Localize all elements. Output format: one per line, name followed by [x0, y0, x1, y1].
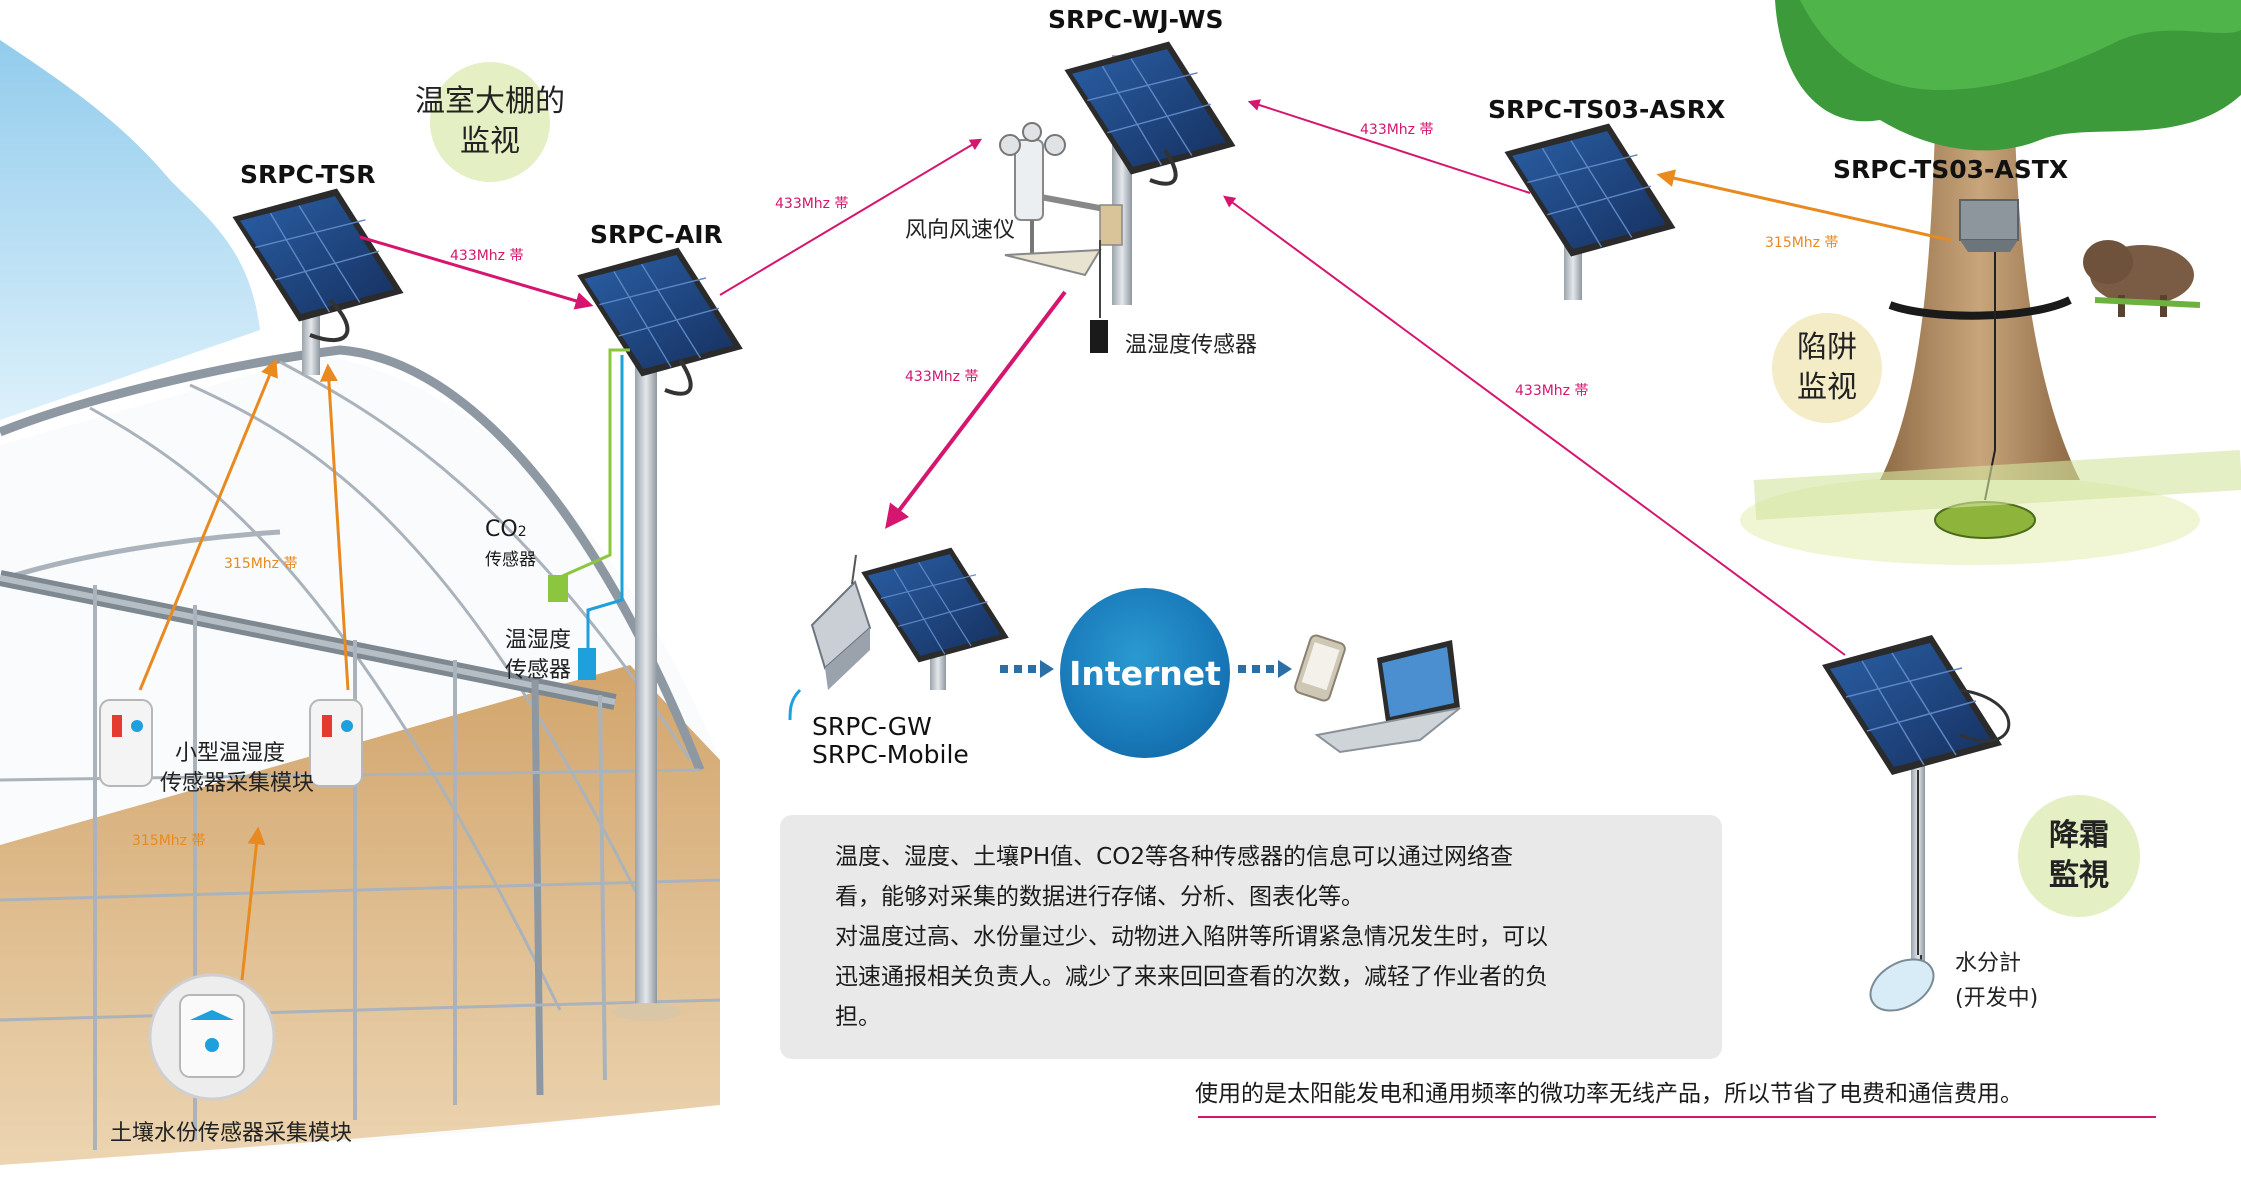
- gw-solar-panel: [860, 546, 1010, 664]
- gh-sensor-label-1: 温湿度: [505, 628, 572, 653]
- info-line: 担。: [835, 1004, 881, 1030]
- gh-temp-humidity-sensor: [578, 648, 596, 680]
- device-label-asrx: SRPC-TS03-ASRX: [1488, 95, 1726, 124]
- small-module-label-1: 小型温湿度: [175, 741, 286, 766]
- wjws-temp-humidity-sensor: [1090, 320, 1108, 353]
- flow-dots: [1000, 660, 1292, 678]
- device-label-astx: SRPC-TS03-ASTX: [1833, 155, 2069, 184]
- asrx-solar-panel: [1503, 122, 1677, 258]
- small-sensor-module-right: [309, 699, 363, 787]
- laptop-illustration: [1314, 640, 1461, 754]
- frost-monitor-bubble: 降霜 監視: [2018, 795, 2140, 917]
- wjws-sensor-label: 温湿度传感器: [1125, 333, 1258, 358]
- air-solar-panel: [576, 246, 744, 378]
- gh-sensor-label-2: 传感器: [505, 658, 572, 683]
- internet-cloud: Internet: [1060, 588, 1230, 758]
- tsr-solar-panel: [231, 187, 405, 323]
- trap-monitor-bubble: 陷阱 监视: [1772, 313, 1882, 423]
- soil-module-label: 土壤水份传感器采集模块: [110, 1121, 353, 1146]
- in-development-label: (开发中): [1955, 986, 2039, 1011]
- wjws-solar-panel: [1063, 40, 1237, 176]
- greenhouse-monitor-bubble: 温室大棚的 监视: [415, 62, 565, 182]
- smartphone-illustration: [1294, 634, 1346, 702]
- co2-sensor: [548, 575, 568, 602]
- device-label-air: SRPC-AIR: [590, 220, 723, 249]
- co2-label: CO2: [485, 517, 527, 542]
- signal-arrows: [138, 99, 1951, 981]
- device-label-tsr: SRPC-TSR: [240, 160, 376, 189]
- info-line: 对温度过高、水份量过少、动物进入陷阱等所谓紧急情况发生时，可以: [835, 924, 1548, 950]
- freq-label-tsr-air: 433Mhz 帯: [450, 248, 524, 264]
- gateway-box: [788, 554, 872, 721]
- anemometer-illustration: [999, 122, 1123, 277]
- device-label-wjws: SRPC-WJ-WS: [1048, 5, 1224, 34]
- freq-label-wjws-gw: 433Mhz 帯: [905, 369, 979, 385]
- freq-label-module-tsr: 315Mhz 帯: [224, 556, 298, 572]
- freq-label-astx-asrx: 315Mhz 帯: [1765, 235, 1839, 251]
- air-pole: [635, 300, 657, 1015]
- freq-label-frost-wjws: 433Mhz 帯: [1515, 383, 1589, 399]
- co2-sensor-label: 传感器: [485, 550, 536, 570]
- info-line: 迅速通报相关负责人。减少了来来回回查看的次数，减轻了作业者的负: [835, 964, 1548, 990]
- small-module-label-2: 传感器采集模块: [160, 771, 315, 796]
- device-label-mobile: SRPC-Mobile: [812, 740, 969, 769]
- small-sensor-module-left: [99, 699, 153, 787]
- boar-illustration: [2083, 240, 2201, 317]
- soil-sensor-module: [148, 973, 276, 1101]
- info-box: 温度、湿度、土壤PH值、CO2等各种传感器的信息可以通过网络查 看，能够对采集的…: [780, 815, 1722, 1059]
- frost-solar-panel: [1821, 634, 2003, 776]
- info-line: 看，能够对采集的数据进行存储、分析、图表化等。: [835, 884, 1364, 910]
- info-line: 温度、湿度、土壤PH值、CO2等各种传感器的信息可以通过网络查: [835, 844, 1513, 870]
- freq-label-asrx-wjws: 433Mhz 帯: [1360, 122, 1434, 138]
- footer-underline: [1198, 1116, 2156, 1118]
- astx-device: [1959, 199, 2019, 241]
- freq-label-air-wjws: 433Mhz 帯: [775, 196, 849, 212]
- device-label-gw: SRPC-GW: [812, 712, 932, 741]
- anemometer-label: 风向风速仪: [905, 218, 1016, 243]
- footer-note: 使用的是太阳能发电和通用频率的微功率无线产品，所以节省了电费和通信费用。: [1195, 1081, 2023, 1107]
- water-meter: [1869, 958, 1935, 1012]
- water-meter-label: 水分計: [1955, 951, 2022, 976]
- freq-label-soil: 315Mhz 帯: [132, 833, 206, 849]
